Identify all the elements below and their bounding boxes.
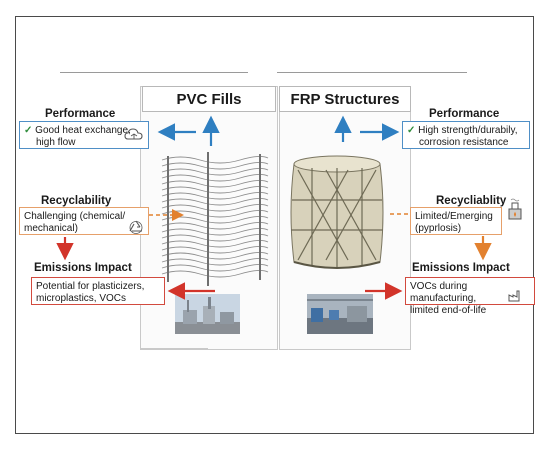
right-emissions-line2: limited end-of-life [410,305,487,316]
right-recyclability-line1: Limited/Emerging [415,211,493,222]
left-recyclability-line1: Challenging (chemical/ [24,211,126,222]
top-divider-right [277,72,467,73]
left-performance-box: ✓ Good heat exchange, high flow [19,121,149,149]
right-emissions-heading: Emissions Impact [412,262,510,274]
left-performance-heading: Performance [45,108,116,120]
pvc-fill-illustration [161,152,269,286]
left-emissions-box: Potential for plasticizers, microplastic… [31,277,165,305]
left-recyclability-line2: mechanical) [24,223,78,234]
right-performance-heading: Performance [429,108,500,120]
left-recyclability-heading: Recyclability [41,195,112,207]
cloud-recycle-icon [124,128,143,140]
left-performance-line1: Good heat exchange, [35,125,131,136]
power-plant-image [175,294,240,334]
check-icon: ✓ [24,125,33,136]
frp-structures-title: FRP Structures [279,86,411,112]
factory-icon [508,290,520,302]
furnace-icon [508,198,522,220]
right-recyclability-box: Limited/Emerging (pyprlosis) [410,207,502,235]
right-emissions-box: VOCs during manufacturing, limited end-o… [405,277,535,316]
left-emissions-line1: Potential for plasticizers, [36,281,145,292]
left-emissions-line2: microplastics, VOCs [36,293,127,304]
left-emissions-heading: Emissions Impact [34,262,132,274]
bottom-divider-left [140,348,208,349]
left-recyclability-box: Challenging (chemical/ mechanical) [19,207,149,235]
right-emissions-line1: VOCs during manufacturing, [410,281,477,304]
factory-interior-image [307,294,373,334]
left-performance-line2: high flow [36,137,76,148]
outer-frame [15,16,534,434]
right-recyclability-line2: (pyprlosis) [415,223,462,234]
pvc-fills-title: PVC Fills [142,86,276,112]
right-performance-box: ✓ High strength/durabily, corrosion resi… [402,121,530,149]
top-divider-left [60,72,248,73]
recycle-icon [129,220,143,234]
frp-tower-illustration [290,155,384,269]
right-performance-line2: corrosion resistance [419,137,509,148]
right-performance-line1: High strength/durabily, [418,125,518,136]
check-icon-right: ✓ [407,125,416,136]
right-recyclability-heading: Recycliablity [436,195,507,207]
